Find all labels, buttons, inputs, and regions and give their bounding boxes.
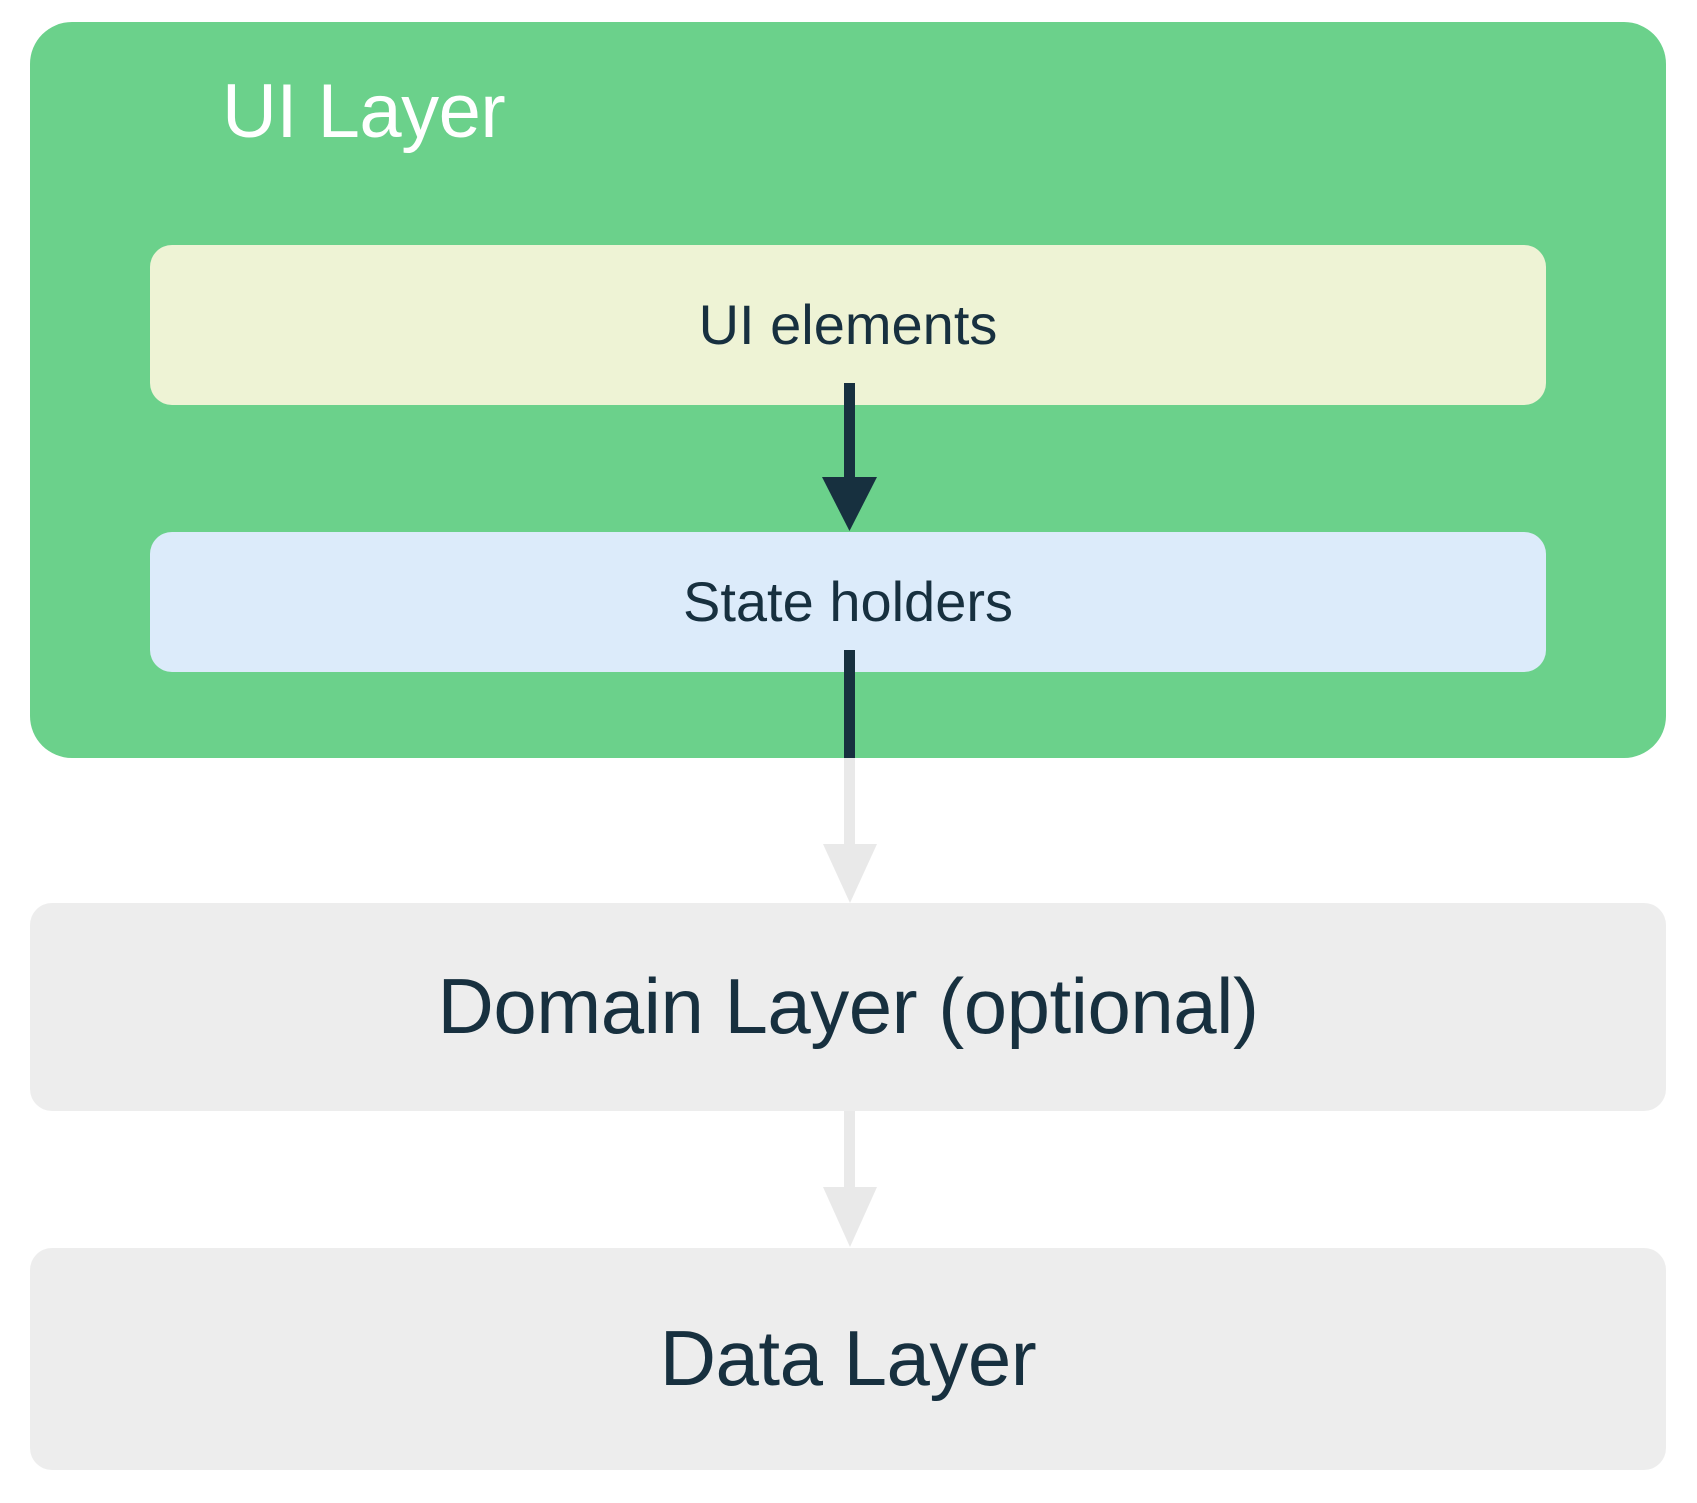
ui-elements-label: UI elements [698, 293, 998, 357]
ui-layer-container: UI Layer UI elements State holders [30, 22, 1666, 758]
arrow-state-holders-to-domain-layer [823, 650, 877, 903]
ui-layer-title: UI Layer [222, 69, 506, 154]
arrow-domain-layer-to-data-layer [823, 1111, 877, 1247]
ui-elements-box: UI elements [150, 245, 1546, 405]
domain-layer-box: Domain Layer (optional) [30, 903, 1666, 1111]
domain-layer-label: Domain Layer (optional) [437, 962, 1259, 1051]
data-layer-box: Data Layer [30, 1248, 1666, 1470]
state-holders-label: State holders [683, 570, 1013, 634]
data-layer-label: Data Layer [659, 1314, 1037, 1403]
state-holders-box: State holders [150, 532, 1546, 672]
arrow-ui-elements-to-state-holders [822, 383, 877, 531]
